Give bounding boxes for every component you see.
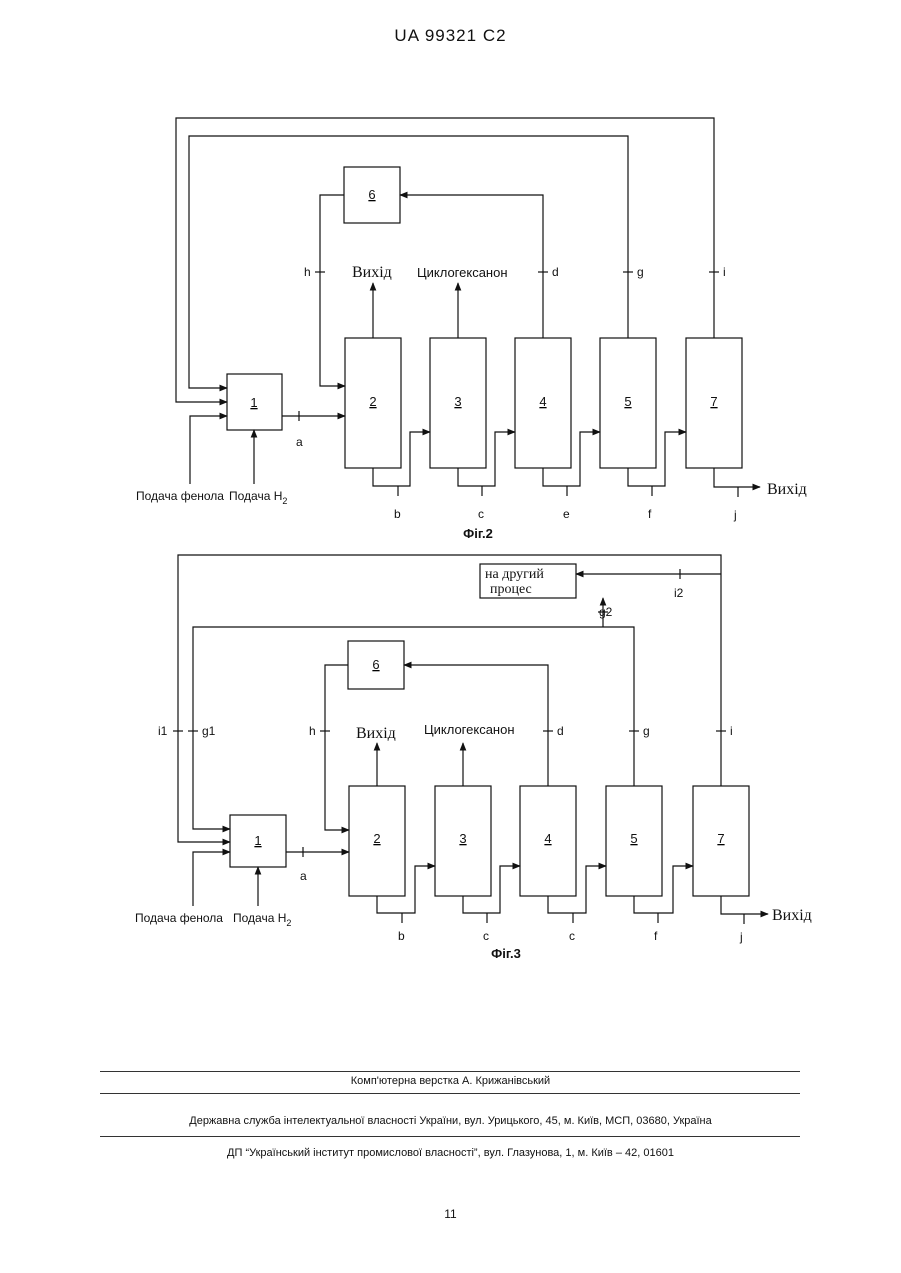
fig3-stream-i bbox=[178, 555, 721, 842]
fig3-other-process-label-1: на другий bbox=[485, 567, 544, 582]
fig3-stream-i-label: i bbox=[730, 724, 733, 738]
fig2-unit-5-label: 5 bbox=[624, 394, 631, 409]
fig3-stream-j-label: j bbox=[739, 930, 743, 944]
fig3-stream-g1-label: g1 bbox=[202, 724, 216, 738]
footer-rule-2 bbox=[100, 1093, 800, 1094]
fig2-stream-i bbox=[176, 118, 714, 402]
fig2-stream-i-label: i bbox=[723, 265, 726, 279]
fig2-stream-b-label: b bbox=[394, 507, 401, 521]
fig2-stream-a-label: a bbox=[296, 435, 303, 449]
fig2-unit-6-label: 6 bbox=[368, 187, 375, 202]
fig3-cyclohexanone-label: Циклогексанон bbox=[424, 722, 515, 737]
fig2-stream-j bbox=[714, 468, 760, 487]
fig2-unit-1-label: 1 bbox=[250, 395, 257, 410]
fig3-stream-h bbox=[325, 665, 349, 830]
fig2-stream-d-label: d bbox=[552, 265, 559, 279]
fig3-h2-feed-label: Подача H2 bbox=[233, 911, 291, 928]
fig2-stream-j-label: j bbox=[733, 508, 737, 522]
fig2-stream-h-label: h bbox=[304, 265, 311, 279]
footer-rule-1 bbox=[100, 1071, 800, 1072]
fig3-stream-b-label: b bbox=[398, 929, 405, 943]
footer-institute-address: ДП “Український інститут промислової вла… bbox=[0, 1147, 901, 1159]
fig2-stream-f bbox=[628, 432, 686, 486]
fig3-stream-i1-label: i1 bbox=[158, 724, 168, 738]
fig2-stream-h bbox=[320, 195, 345, 386]
footer-layout-credit: Комп'ютерна верстка А. Крижанівський bbox=[0, 1075, 901, 1087]
figure-3-diagram: 1 6 2 3 4 5 7 a b c c f j h d g i i1 g1 … bbox=[0, 545, 901, 965]
fig3-unit-3-label: 3 bbox=[459, 831, 466, 846]
fig3-stream-c2 bbox=[548, 866, 606, 913]
fig3-stream-g2-label: g2 bbox=[599, 605, 613, 619]
footer-rule-3 bbox=[100, 1136, 800, 1137]
page-number: 11 bbox=[0, 1207, 901, 1221]
fig2-stream-g bbox=[189, 136, 628, 388]
fig2-stream-f-label: f bbox=[648, 507, 652, 521]
fig3-unit-1-label: 1 bbox=[254, 833, 261, 848]
fig2-stream-g-label: g bbox=[637, 265, 644, 279]
fig3-unit-2-label: 2 bbox=[373, 831, 380, 846]
fig2-phenol-feed-label: Подача фенола bbox=[136, 489, 224, 503]
fig2-phenol-feed-arrow bbox=[190, 416, 227, 484]
fig2-unit-2-label: 2 bbox=[369, 394, 376, 409]
fig3-stream-g-label: g bbox=[643, 724, 650, 738]
fig2-stream-e-label: e bbox=[563, 507, 570, 521]
fig2-cyclohexanone-label: Циклогексанон bbox=[417, 265, 508, 280]
fig3-stream-d-label: d bbox=[557, 724, 564, 738]
fig3-outlet-right-label: Вихід bbox=[772, 907, 812, 924]
fig3-stream-b bbox=[377, 866, 435, 913]
fig3-stream-h-label: h bbox=[309, 724, 316, 738]
fig3-stream-j bbox=[721, 896, 768, 914]
fig3-stream-c1-label: c bbox=[483, 929, 489, 943]
fig3-unit-6-label: 6 bbox=[372, 657, 379, 672]
fig3-stream-f-label: f bbox=[654, 929, 658, 943]
fig2-outlet-top-label: Вихід bbox=[352, 264, 392, 281]
fig2-unit-4-label: 4 bbox=[539, 394, 546, 409]
fig3-phenol-feed-arrow bbox=[193, 852, 230, 906]
fig3-stream-c2-label: c bbox=[569, 929, 575, 943]
fig2-unit-3-label: 3 bbox=[454, 394, 461, 409]
fig3-outlet-top-label: Вихід bbox=[356, 725, 396, 742]
fig3-stream-g bbox=[193, 627, 634, 829]
fig2-outlet-right-label: Вихід bbox=[767, 481, 807, 498]
fig3-stream-i2-label: i2 bbox=[674, 586, 684, 600]
fig3-phenol-feed-label: Подача фенола bbox=[135, 911, 223, 925]
fig2-unit-7-label: 7 bbox=[710, 394, 717, 409]
fig3-unit-4-label: 4 bbox=[544, 831, 551, 846]
fig3-stream-f bbox=[634, 866, 693, 913]
fig3-other-process-label-2: процес bbox=[490, 582, 532, 597]
fig2-caption: Фіг.2 bbox=[463, 526, 493, 541]
fig3-caption: Фіг.3 bbox=[491, 946, 521, 961]
fig2-h2-feed-label: Подача H2 bbox=[229, 489, 287, 506]
fig2-stream-c-label: c bbox=[478, 507, 484, 521]
figure-2-diagram: 1 6 2 3 4 5 7 a b c e f j h d g i Вихід … bbox=[0, 0, 901, 545]
fig3-unit-7-label: 7 bbox=[717, 831, 724, 846]
fig3-unit-5-label: 5 bbox=[630, 831, 637, 846]
fig3-stream-a-label: a bbox=[300, 869, 307, 883]
footer-service-address: Державна служба інтелектуальної власност… bbox=[0, 1115, 901, 1127]
